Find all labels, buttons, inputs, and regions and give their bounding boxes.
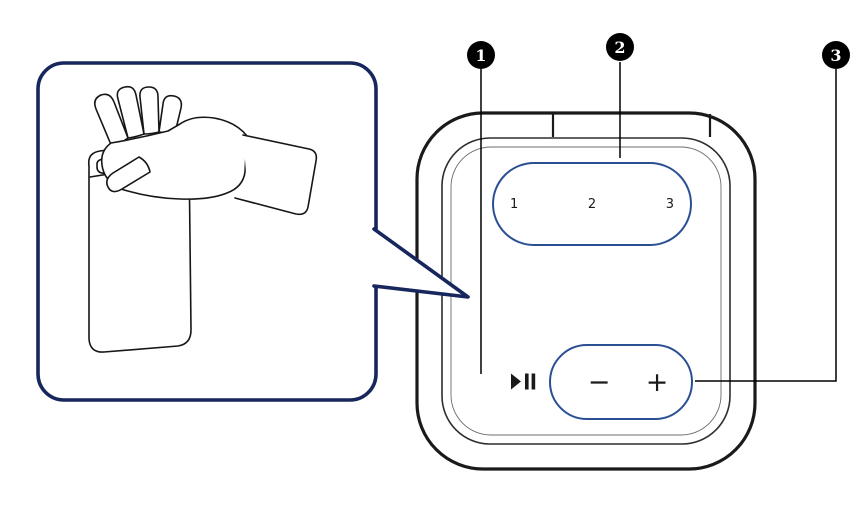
callout-marker-2: 2 xyxy=(606,33,634,61)
preset-buttons-group: 1 2 3 xyxy=(492,162,692,246)
leader-line-3 xyxy=(695,69,837,382)
callout-marker-3-label: 3 xyxy=(830,45,842,65)
hand-touching-speaker-icon xyxy=(87,85,318,353)
callout-tail-outline xyxy=(372,227,470,299)
volume-down-button: − xyxy=(587,366,611,398)
preset-button-1: 1 xyxy=(510,196,519,212)
play-pause-button xyxy=(511,373,538,390)
callout-marker-1: 1 xyxy=(467,41,495,69)
illustrated-thumb xyxy=(106,156,151,193)
leader-lines xyxy=(480,62,837,382)
preset-button-3: 3 xyxy=(665,196,674,212)
callout-marker-3: 3 xyxy=(822,41,850,69)
illustrated-finger-3 xyxy=(139,86,160,135)
callout-marker-2-label: 2 xyxy=(614,37,626,57)
play-pause-icon xyxy=(511,373,536,390)
illustrated-finger-2 xyxy=(116,85,145,139)
illustrated-arm-outline xyxy=(234,134,318,216)
volume-up-button: + xyxy=(645,366,669,398)
callout-marker-1-label: 1 xyxy=(475,45,487,65)
preset-button-2: 2 xyxy=(587,196,597,212)
volume-buttons-group: − + xyxy=(549,344,693,420)
illustrated-arm-fill xyxy=(236,135,317,215)
